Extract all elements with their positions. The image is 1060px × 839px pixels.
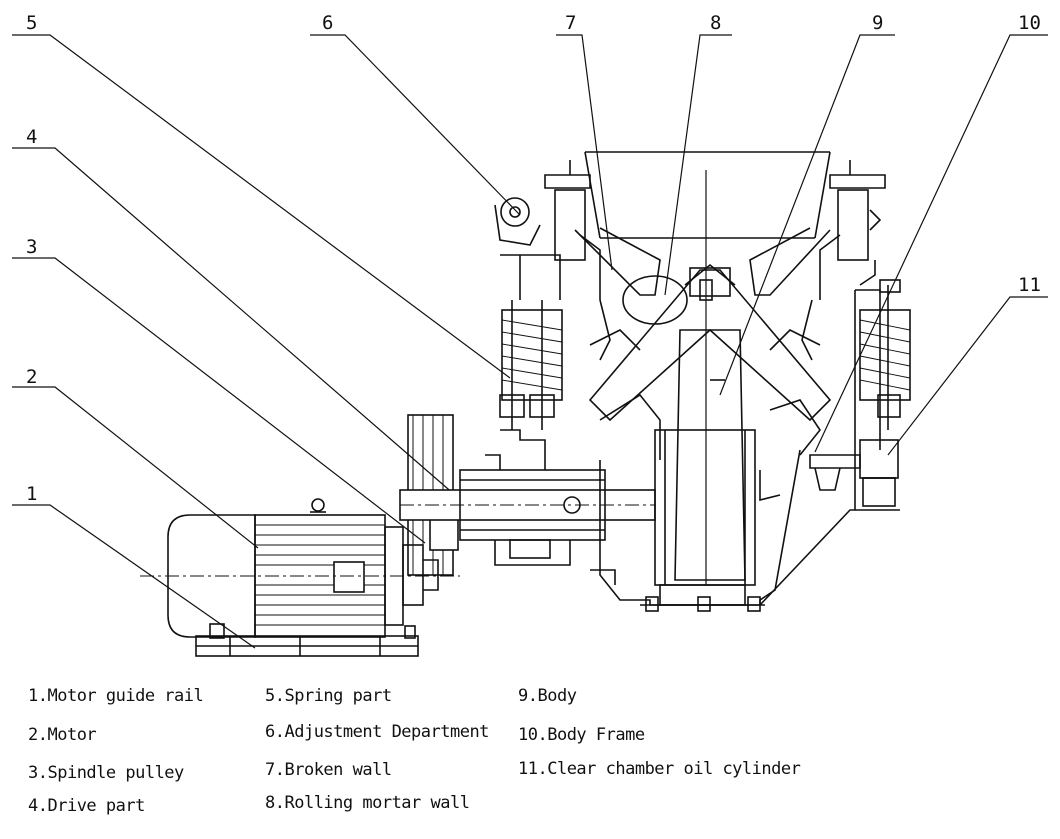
crushing-chamber-drawing	[574, 151, 831, 361]
leader-1	[12, 504, 256, 649]
legend-label: Motor guide rail	[47, 686, 204, 706]
legend-label: Motor	[47, 725, 97, 745]
legend-number: 9.	[518, 686, 538, 706]
legend-item-7: 7.Broken wall	[265, 760, 392, 780]
leader-9	[719, 34, 895, 396]
callout-10: 10	[1018, 12, 1041, 34]
legend-number: 10.	[518, 725, 548, 745]
drive-shaft-drawing	[399, 429, 656, 566]
crusher-body-drawing	[588, 170, 900, 612]
motor-guide-rail-drawing	[195, 623, 419, 657]
legend-item-6: 6.Adjustment Department	[265, 722, 489, 742]
legend-number: 3.	[28, 763, 48, 783]
callout-2: 2	[26, 366, 37, 388]
legend-number: 8.	[265, 793, 285, 813]
legend-item-4: 4.Drive part	[28, 796, 145, 816]
legend-number: 6.	[265, 722, 285, 742]
leader-4	[12, 147, 456, 496]
legend-item-8: 8.Rolling mortar wall	[265, 793, 470, 813]
leader-10	[814, 34, 1048, 453]
callout-numbers: 1 2 3 4 5 6 7 8 9 10 11	[26, 12, 1041, 505]
legend-label: Broken wall	[284, 760, 392, 780]
leader-6	[310, 34, 521, 216]
legend-label: Body Frame	[547, 725, 645, 745]
legend-number: 5.	[265, 686, 285, 706]
leader-5	[12, 34, 511, 379]
crusher-drawing: 1 2 3 4 5 6 7 8 9 10 11	[12, 12, 1048, 657]
legend-item-9: 9.Body	[518, 686, 577, 706]
legend-label: Clear chamber oil cylinder	[547, 759, 801, 779]
adjustment-drawing	[494, 160, 886, 300]
legend-number: 1.	[28, 686, 48, 706]
legend-number: 2.	[28, 725, 48, 745]
leader-7	[556, 34, 613, 271]
legend-item-5: 5.Spring part	[265, 686, 392, 706]
legend-item-10: 10.Body Frame	[518, 725, 645, 745]
legend-number: 11.	[518, 759, 548, 779]
callout-5: 5	[26, 12, 37, 34]
legend-item-11: 11.Clear chamber oil cylinder	[518, 759, 801, 779]
leader-11	[887, 296, 1048, 456]
legend-item-2: 2.Motor	[28, 725, 97, 745]
legend-label: Adjustment Department	[284, 722, 489, 742]
legend-label: Spindle pulley	[47, 763, 184, 783]
callout-7: 7	[565, 12, 576, 34]
callout-6: 6	[322, 12, 333, 34]
callout-1: 1	[26, 483, 37, 505]
legend-item-3: 3.Spindle pulley	[28, 763, 184, 783]
callout-11: 11	[1018, 274, 1041, 296]
legend-number: 7.	[265, 760, 285, 780]
leader-2	[12, 386, 259, 549]
leader-3	[12, 257, 426, 544]
callout-3: 3	[26, 236, 37, 258]
callout-8: 8	[710, 12, 721, 34]
legend-label: Rolling mortar wall	[284, 793, 470, 813]
legend-label: Spring part	[284, 686, 392, 706]
callout-9: 9	[872, 12, 883, 34]
legend-number: 4.	[28, 796, 48, 816]
legend-label: Drive part	[47, 796, 145, 816]
legend-item-1: 1.Motor guide rail	[28, 686, 204, 706]
leader-8	[664, 34, 732, 296]
spring-part-drawing	[499, 279, 911, 430]
callout-4: 4	[26, 126, 37, 148]
oil-cylinder-drawing	[859, 439, 899, 507]
legend-label: Body	[537, 686, 577, 706]
